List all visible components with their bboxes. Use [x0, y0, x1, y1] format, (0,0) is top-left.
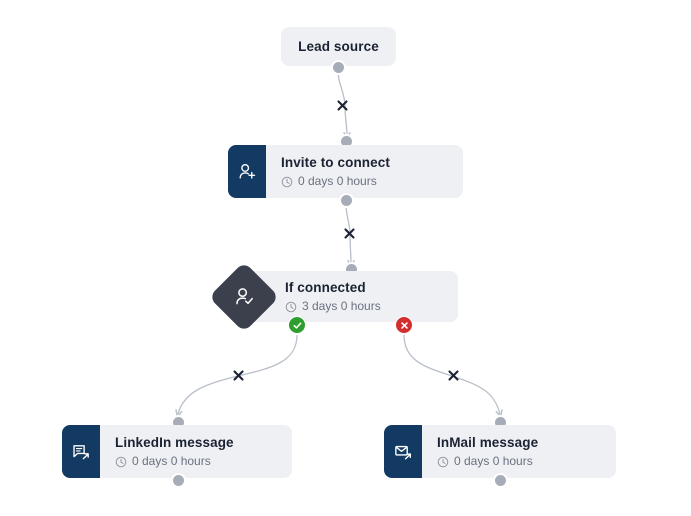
node-output-dot-invite-to-connect[interactable] — [339, 193, 354, 208]
node-title: Lead source — [298, 39, 379, 54]
envelope-arrow-glyph — [395, 445, 412, 459]
check-icon — [292, 322, 301, 329]
node-title: LinkedIn message — [115, 435, 234, 450]
envelope-arrow-icon — [384, 425, 422, 478]
branch-badge-failure[interactable] — [395, 316, 413, 334]
node-output-dot-linkedin-message[interactable] — [171, 473, 186, 488]
node-invite-to-connect[interactable]: Invite to connect 0 days 0 hours — [228, 145, 463, 198]
person-add-glyph — [239, 163, 256, 179]
clock-icon — [115, 456, 127, 467]
delete-edge-icon-if-yes-to-linkedin[interactable] — [231, 368, 245, 382]
node-subtitle: 3 days 0 hours — [302, 299, 381, 313]
clock-icon — [437, 456, 449, 467]
node-inmail-message[interactable]: InMail message 0 days 0 hours — [384, 425, 616, 478]
cross-glyph — [232, 369, 244, 381]
cross-glyph — [343, 227, 355, 239]
clock-icon — [285, 301, 297, 312]
node-output-dot-inmail-message[interactable] — [493, 473, 508, 488]
node-output-dot-lead-source[interactable] — [331, 60, 346, 75]
cross-glyph — [447, 369, 459, 381]
node-title: Invite to connect — [281, 155, 390, 170]
node-linkedin-message[interactable]: LinkedIn message 0 days 0 hours — [62, 425, 292, 478]
node-if-connected[interactable]: If connected 3 days 0 hours — [243, 271, 458, 322]
branch-badge-success[interactable] — [288, 316, 306, 334]
node-subtitle-row: 0 days 0 hours — [115, 454, 282, 469]
node-subtitle-row: 0 days 0 hours — [281, 174, 453, 189]
delete-edge-icon-if-no-to-inmail[interactable] — [446, 368, 460, 382]
node-subtitle-row: 0 days 0 hours — [437, 454, 606, 469]
person-add-icon — [228, 145, 266, 198]
delete-edge-icon-invite-to-if[interactable] — [342, 226, 356, 240]
node-lead-source[interactable]: Lead source — [281, 27, 396, 66]
node-title: If connected — [285, 280, 366, 295]
delete-edge-icon-lead-to-invite[interactable] — [335, 98, 349, 112]
node-subtitle: 0 days 0 hours — [454, 454, 533, 468]
cross-glyph — [336, 99, 348, 111]
speech-bubble-arrow-icon — [62, 425, 100, 478]
node-subtitle: 0 days 0 hours — [298, 174, 377, 188]
cross-icon — [400, 321, 408, 329]
node-title: InMail message — [437, 435, 539, 450]
node-subtitle-row: 3 days 0 hours — [285, 299, 448, 314]
node-subtitle: 0 days 0 hours — [132, 454, 211, 468]
speech-bubble-arrow-glyph — [73, 444, 89, 459]
clock-icon — [281, 176, 293, 187]
